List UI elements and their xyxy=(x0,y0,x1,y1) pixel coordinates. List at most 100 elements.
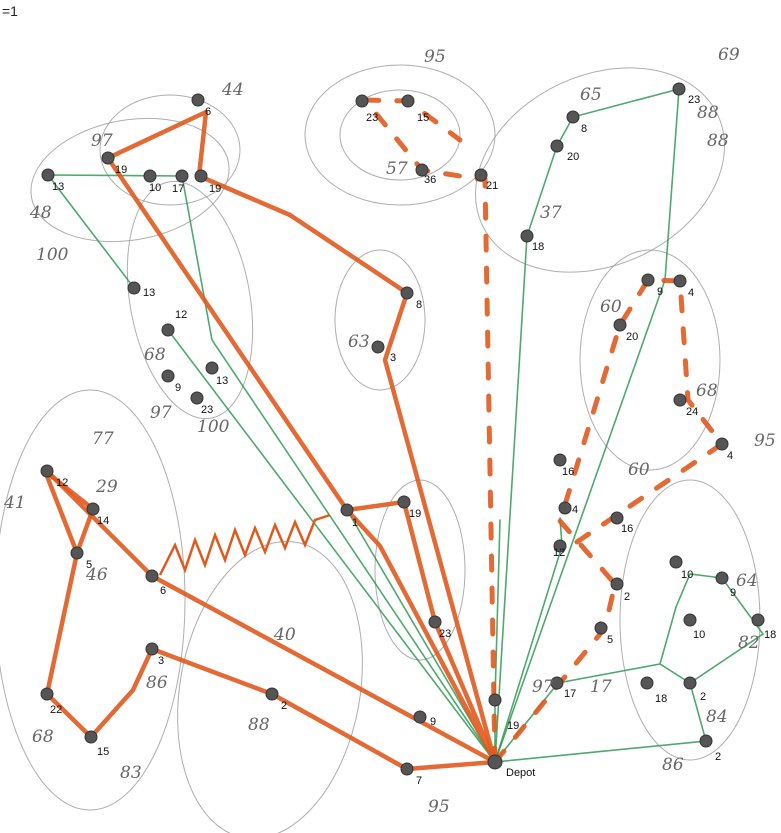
route-node xyxy=(191,93,205,107)
cluster-outline xyxy=(126,180,254,420)
handwritten-note: 95 xyxy=(754,431,776,451)
route-line xyxy=(359,97,498,765)
route-line xyxy=(167,329,496,763)
node-label: 16 xyxy=(562,466,574,478)
node-label: 13 xyxy=(216,375,228,387)
route-node xyxy=(175,169,189,183)
route-node xyxy=(594,621,608,635)
node-label: 23 xyxy=(201,404,213,416)
node-label: 2 xyxy=(700,691,706,703)
node-label: 13 xyxy=(143,287,155,299)
node-label: 19 xyxy=(115,164,127,176)
orange-routes xyxy=(42,97,726,772)
route-node xyxy=(161,323,175,337)
route-node xyxy=(400,286,414,300)
node-label: 10 xyxy=(693,629,705,641)
route-node xyxy=(566,110,580,124)
cluster-outline xyxy=(334,249,426,391)
cluster-outlines xyxy=(0,64,761,833)
node-label: 2 xyxy=(715,751,721,763)
handwritten-note: 29 xyxy=(95,477,118,497)
route-node xyxy=(415,163,429,177)
node-label: 15 xyxy=(97,746,109,758)
cluster-outline xyxy=(0,389,186,811)
handwritten-note: 64 xyxy=(736,571,758,591)
node-label: 18 xyxy=(764,629,776,641)
route-node xyxy=(610,577,624,591)
node-label: 15 xyxy=(417,112,429,124)
route-node xyxy=(699,734,713,748)
node-label: 23 xyxy=(366,112,378,124)
route-node xyxy=(488,693,502,707)
node-label: 6 xyxy=(160,585,166,597)
route-node xyxy=(265,687,279,701)
cluster-outline xyxy=(339,89,461,181)
route-node xyxy=(558,501,572,515)
node-label: 4 xyxy=(572,504,578,516)
handwritten-note: 77 xyxy=(92,429,114,449)
node-label: 18 xyxy=(532,241,544,253)
handwritten-note: 97 xyxy=(532,677,554,697)
route-node xyxy=(610,511,624,525)
cluster-outline xyxy=(304,64,496,206)
handwritten-note: 69 xyxy=(718,45,740,65)
route-node xyxy=(553,539,567,553)
handwritten-note: 88 xyxy=(697,103,719,123)
cluster-outline xyxy=(99,94,241,206)
node-label: 21 xyxy=(486,180,498,192)
node-label: 4 xyxy=(727,450,733,462)
route-node xyxy=(161,369,175,383)
route-node xyxy=(127,281,141,295)
route-node xyxy=(550,139,564,153)
depot-node xyxy=(487,754,503,770)
corner-label: =1 xyxy=(2,3,18,19)
handwritten-note: 86 xyxy=(662,755,684,775)
node-label: 22 xyxy=(50,704,62,716)
cluster-outline xyxy=(475,67,725,273)
handwritten-note: 44 xyxy=(221,80,244,100)
node-label: 9 xyxy=(175,382,181,394)
node-label: 23 xyxy=(439,628,451,640)
handwritten-note: 65 xyxy=(580,85,602,105)
route-node xyxy=(205,361,219,375)
node-label: 24 xyxy=(686,406,698,418)
route-node xyxy=(413,710,427,724)
route-line xyxy=(105,109,498,765)
route-node xyxy=(143,169,157,183)
handwritten-note: 46 xyxy=(85,565,108,585)
handwritten-note: 40 xyxy=(273,625,296,645)
node-label: 5 xyxy=(607,634,613,646)
node-label: 19 xyxy=(209,183,221,195)
route-node xyxy=(672,82,686,96)
node-label: 9 xyxy=(730,587,736,599)
route-node xyxy=(397,495,411,509)
node-label: 17 xyxy=(172,183,184,195)
node-label: 10 xyxy=(149,182,161,194)
node-label: 20 xyxy=(567,151,579,163)
route-node xyxy=(371,340,385,354)
handwritten-note: 57 xyxy=(386,159,408,179)
route-node xyxy=(355,94,369,108)
handwritten-note: 68 xyxy=(144,345,166,365)
route-node xyxy=(145,569,159,583)
node-label: 6 xyxy=(205,106,211,118)
route-node xyxy=(101,151,115,165)
node-label: 3 xyxy=(390,352,396,364)
node-label: 20 xyxy=(626,331,638,343)
route-node xyxy=(641,273,655,287)
route-node xyxy=(613,318,627,332)
handwritten-note: 68 xyxy=(32,727,54,747)
scribble-zigzag xyxy=(158,513,331,576)
node-label: 19 xyxy=(507,720,519,732)
route-node xyxy=(40,464,54,478)
node-label: 12 xyxy=(56,477,68,489)
handwritten-note: 41 xyxy=(3,493,26,513)
handwritten-note: 86 xyxy=(146,673,168,693)
route-line xyxy=(492,277,726,765)
cluster-outline xyxy=(177,540,363,833)
route-line xyxy=(344,499,498,765)
route-node xyxy=(550,676,564,690)
node-label: 9 xyxy=(430,716,436,728)
node-label: 2 xyxy=(624,591,630,603)
